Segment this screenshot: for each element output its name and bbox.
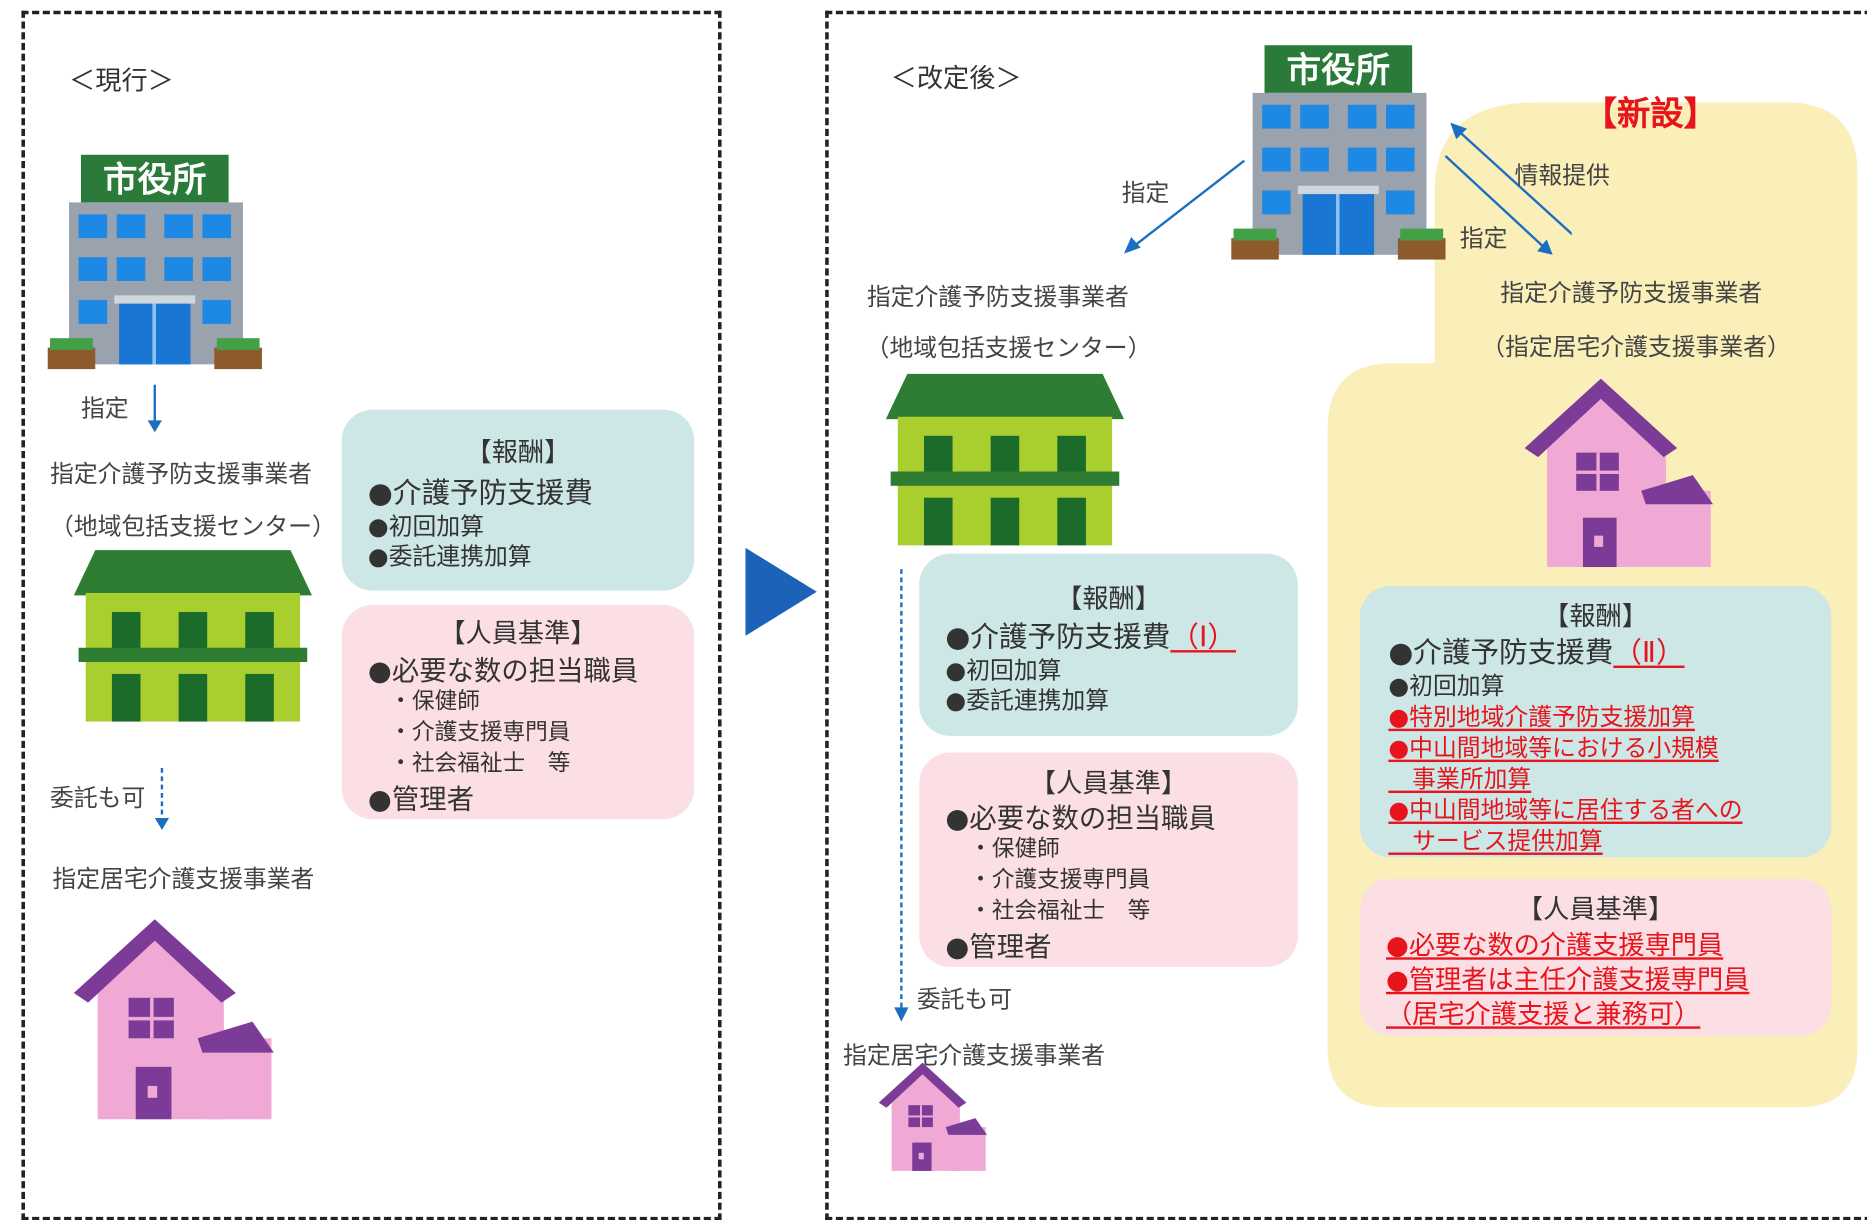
revised-heading: ＜改定後＞ <box>890 64 1022 95</box>
new-fee-item: サービス提供加算 <box>1388 826 1603 855</box>
right-office-name: 指定介護予防支援事業者 <box>1500 278 1763 308</box>
current-staff-box: 【人員基準】 ●必要な数の担当職員 ・保健師 ・介護支援専門員 ・社会福祉士 等… <box>341 604 695 820</box>
staff-box-title: 【人員基準】 <box>439 619 597 649</box>
office-subname: （地域包括支援センター） <box>50 512 336 541</box>
staff-item: ●管理者 <box>367 784 474 816</box>
fee-item: ●委託連携加算 <box>945 685 1110 715</box>
designation-right-label: 指定 <box>1459 223 1508 253</box>
designation-arrows <box>1124 122 1572 255</box>
staff-box-title: 【人員基準】 <box>1516 895 1675 926</box>
new-staff-item: （居宅介護支援と兼務可） <box>1385 1000 1701 1030</box>
new-staff-item: ●管理者は主任介護支援専門員 <box>1385 965 1750 996</box>
fee-item-text: ●介護予防支援費 <box>1388 635 1614 670</box>
new-staff-item: ●必要な数の介護支援専門員 <box>1385 931 1724 961</box>
consign-arrow-icon <box>894 569 909 1022</box>
home-office-name: 指定居宅介護支援事業者 <box>52 864 315 894</box>
current-heading: ＜現行＞ <box>69 66 174 97</box>
arrow-down-icon <box>147 384 162 433</box>
designation-left-arrowhead-icon <box>1124 236 1141 254</box>
home-care-office-icon <box>73 919 274 1120</box>
staff-subitem: ・介護支援専門員 <box>389 719 571 746</box>
staff-item: ●必要な数の担当職員 <box>945 803 1216 835</box>
info-arrow-icon <box>1458 131 1572 236</box>
fee-item-suffix: （Ⅱ） <box>1613 635 1685 670</box>
fee-item-text: ●介護予防支援費 <box>945 620 1171 654</box>
staff-box-title: 【人員基準】 <box>1029 769 1188 799</box>
staff-subitem: ・社会福祉士 等 <box>389 750 571 777</box>
fee-item: ●初回加算 <box>1388 671 1505 701</box>
fee-box-title: 【報酬】 <box>1056 584 1161 615</box>
fee-item-suffix: （Ⅰ） <box>1170 620 1236 654</box>
right-office-subname: （指定居宅介護支援事業者） <box>1481 332 1791 361</box>
fee-box-title: 【報酬】 <box>465 438 571 468</box>
info-provision-label: 情報提供 <box>1514 160 1610 190</box>
fee-item: ●介護予防支援費 <box>367 476 593 510</box>
city-hall-icon: 市役所 <box>47 154 262 370</box>
left-office-subname: （地域包括支援センター） <box>865 333 1152 362</box>
staff-item: ●管理者 <box>945 932 1052 964</box>
consign-label: 委託も可 <box>50 783 146 813</box>
new-fee-item: 事業所加算 <box>1388 764 1532 794</box>
new-home-care-office-icon <box>1524 378 1714 568</box>
staff-item: ●必要な数の担当職員 <box>367 656 639 688</box>
designation-left-label: 指定 <box>1121 178 1170 208</box>
fee-item: ●委託連携加算 <box>367 541 532 571</box>
new-fee-box: 【報酬】 ●介護予防支援費（Ⅱ） ●初回加算 ●特別地域介護予防支援加算 ●中山… <box>1359 585 1832 858</box>
left-office-name: 指定介護予防支援事業者 <box>866 282 1129 311</box>
new-fee-item: ●中山間地域等における小規模 <box>1388 733 1719 763</box>
staff-subitem: ・保健師 <box>389 688 480 715</box>
staff-subitem: ・介護支援専門員 <box>969 866 1151 894</box>
support-center-icon <box>885 373 1125 546</box>
city-hall-sign-text: 市役所 <box>103 161 207 201</box>
office-name: 指定介護予防支援事業者 <box>50 459 312 489</box>
consign-label: 委託も可 <box>916 984 1013 1014</box>
transition-arrow-icon <box>745 547 817 636</box>
home-office-name: 指定居宅介護支援事業者 <box>843 1040 1105 1070</box>
new-label: 【新設】 <box>1583 94 1718 134</box>
current-fee-box: 【報酬】 ●介護予防支援費 ●初回加算 ●委託連携加算 <box>341 409 695 591</box>
new-fee-item: ●中山間地域等に居住する者への <box>1388 795 1743 824</box>
revised-left-fee-box: 【報酬】 ●介護予防支援費（Ⅰ） ●初回加算 ●委託連携加算 <box>919 553 1298 736</box>
city-hall-sign-text: 市役所 <box>1287 51 1391 91</box>
fee-item: ●介護予防支援費（Ⅱ） <box>1388 629 1684 671</box>
revised-left-staff-box: 【人員基準】 ●必要な数の担当職員 ・保健師 ・介護支援専門員 ・社会福祉士 等… <box>919 752 1298 967</box>
info-arrowhead-icon <box>1450 122 1467 140</box>
designation-right-arrow-icon <box>1444 155 1544 248</box>
support-center-icon <box>73 550 312 722</box>
fee-item: ●初回加算 <box>367 512 484 541</box>
city-hall-icon: 市役所 <box>1231 45 1446 260</box>
designation-left-arrow-icon <box>1132 159 1246 248</box>
fee-item: ●介護予防支援費（Ⅰ） <box>945 613 1236 655</box>
fee-item: ●初回加算 <box>945 656 1062 685</box>
home-care-office-icon <box>878 1062 987 1171</box>
new-fee-item: ●特別地域介護予防支援加算 <box>1388 702 1695 732</box>
staff-subitem: ・保健師 <box>969 835 1060 863</box>
fee-box-title: 【報酬】 <box>1543 602 1648 633</box>
staff-subitem: ・社会福祉士 等 <box>969 897 1151 924</box>
designation-label: 指定 <box>80 394 129 423</box>
new-staff-box: 【人員基準】 ●必要な数の介護支援専門員 ●管理者は主任介護支援専門員 （居宅介… <box>1359 878 1832 1036</box>
consign-arrow-icon <box>154 768 170 830</box>
designation-right-arrowhead-icon <box>1537 239 1553 255</box>
